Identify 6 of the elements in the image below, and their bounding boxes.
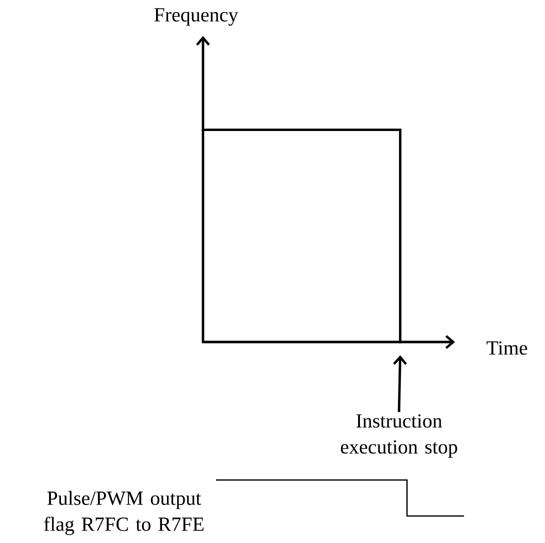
axis-label: Frequency (154, 8, 238, 26)
frequency-curve (202, 128, 402, 344)
instruction-text: Instruction execution stop (340, 414, 458, 458)
flag-label: Pulse/PWM output flag R7FC to R7FE (44, 490, 204, 536)
arrow (393, 355, 407, 412)
axis-label: Time (486, 341, 528, 355)
